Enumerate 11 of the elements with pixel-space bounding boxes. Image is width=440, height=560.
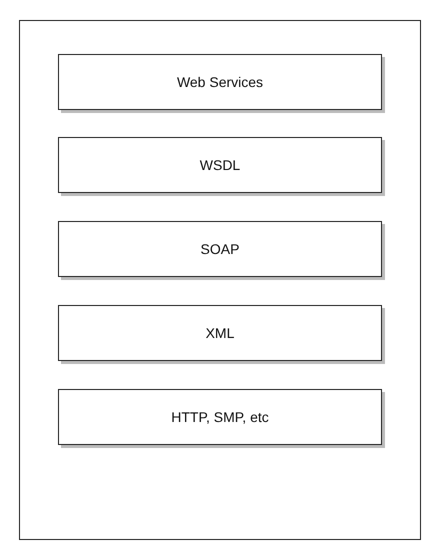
layer-box — [58, 137, 382, 193]
layer-label: SOAP — [200, 241, 240, 257]
layer-label: HTTP, SMP, etc — [171, 409, 269, 425]
frame-box — [19, 20, 421, 540]
layer-label: WSDL — [200, 157, 240, 173]
layer-label: XML — [206, 325, 234, 341]
layer-box — [58, 305, 382, 361]
layer-label: Web Services — [176, 74, 264, 90]
layer-box — [58, 54, 382, 110]
layer-box — [58, 221, 382, 277]
layer-box — [58, 389, 382, 445]
